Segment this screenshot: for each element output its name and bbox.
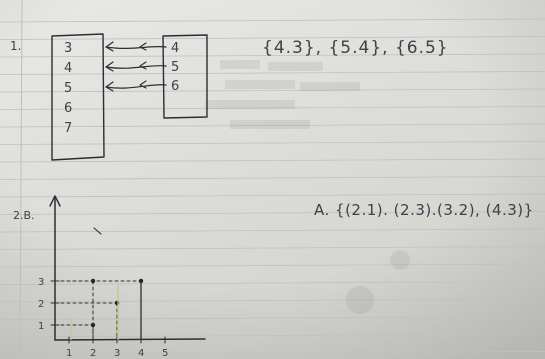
y-tick-label: 3 (38, 277, 44, 288)
y-axis-arrow (49, 195, 61, 207)
mapping-arrow (105, 41, 167, 52)
x-tick-label: 4 (138, 348, 144, 359)
y-tick-label: 2 (38, 299, 44, 310)
codomain-value: 5 (171, 60, 179, 75)
ruled-lines (0, 18, 545, 355)
mapping-arrow (105, 80, 167, 92)
codomain-value: 6 (171, 79, 179, 94)
domain-value: 4 (64, 61, 72, 76)
problem-1-number: 1. (10, 39, 21, 53)
stray-pen-mark (93, 227, 102, 235)
problem-2-number: 2.B. (13, 209, 35, 222)
margin-line (19, 0, 23, 359)
mapping-arrow (105, 61, 167, 72)
domain-values: 3 4 5 6 7 (64, 41, 72, 136)
codomain-box (162, 34, 208, 119)
x-tick-label: 3 (114, 348, 120, 359)
bleed-through (205, 60, 410, 314)
x-axis (54, 338, 206, 341)
problem-2-answer: A. {(2.1). (2.3).(3.2), (4.3)} (314, 201, 534, 219)
y-tick-label: 1 (38, 321, 44, 332)
x-tick-label: 1 (66, 348, 72, 359)
x-tick-label: 5 (162, 348, 168, 359)
x-tick-label: 2 (90, 348, 96, 359)
domain-value: 6 (64, 101, 72, 116)
coordinate-graph: 1 2 3 4 5 1 2 3 (38, 195, 206, 359)
domain-box (51, 33, 105, 161)
domain-value: 7 (64, 121, 72, 136)
codomain-value: 4 (171, 41, 179, 56)
codomain-values: 4 5 6 (171, 41, 179, 94)
mapping-arrows (105, 41, 167, 92)
problem-1-answer: {4.3}, {5.4}, {6.5} (262, 38, 449, 58)
domain-value: 5 (64, 81, 72, 96)
domain-value: 3 (64, 41, 72, 56)
